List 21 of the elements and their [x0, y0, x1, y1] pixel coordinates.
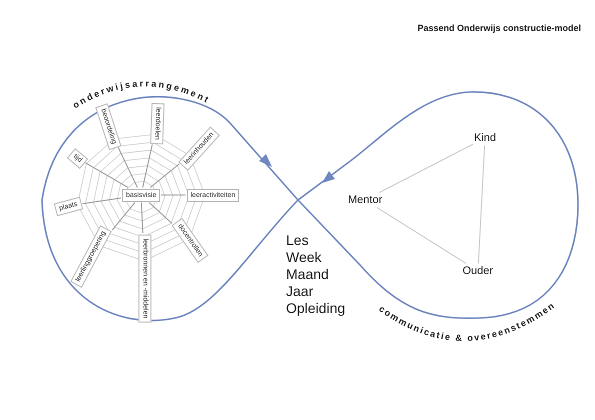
- role-label: Ouder: [462, 264, 494, 278]
- time-label: Week: [286, 249, 322, 265]
- spoke-line: [150, 163, 180, 188]
- triangle-side: [376, 207, 467, 264]
- spoke-line: [84, 162, 128, 188]
- time-label: Jaar: [286, 283, 314, 299]
- role-label: Kind: [474, 132, 496, 144]
- title: Passend Onderwijs constructie-model: [417, 22, 581, 35]
- spoke-line: [142, 144, 153, 188]
- triangle-side: [379, 144, 474, 193]
- time-label: Opleiding: [286, 300, 346, 316]
- spoke-line: [118, 146, 138, 188]
- spoke-line: [112, 202, 136, 230]
- time-label: Les: [286, 232, 309, 248]
- time-label: Maand: [286, 266, 329, 282]
- spoke-line: [82, 198, 122, 204]
- spoke-line: [140, 202, 144, 234]
- triangle-side: [478, 145, 486, 264]
- spoke-line: [148, 202, 172, 224]
- role-label: Mentor: [348, 194, 382, 206]
- spoke-line: [160, 194, 186, 196]
